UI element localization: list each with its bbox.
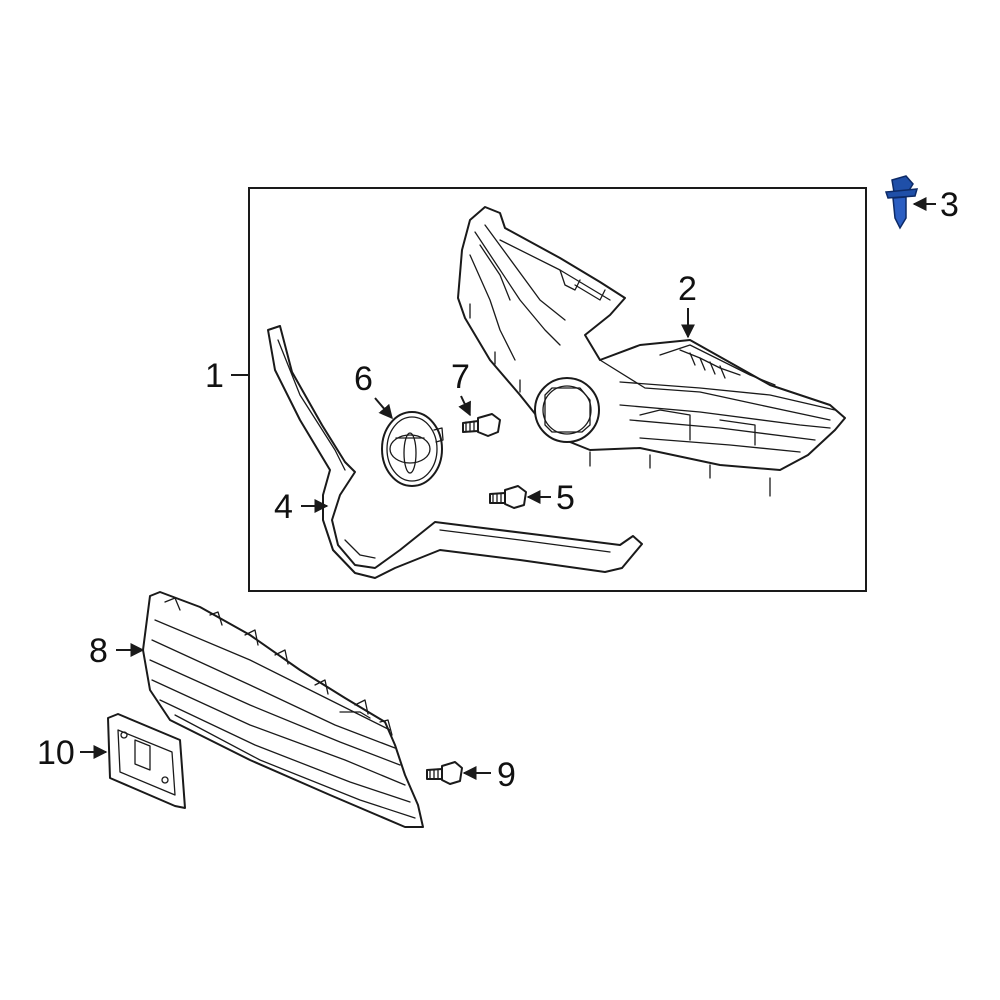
upper-grille[interactable]: [457, 206, 846, 497]
callout-7: 7: [451, 358, 470, 396]
callout-10: 10: [37, 734, 75, 772]
retainer-clip[interactable]: [884, 175, 919, 230]
leader-6: [374, 397, 393, 420]
bolt-7[interactable]: [462, 413, 501, 437]
leader-7: [458, 395, 471, 417]
callout-1: 1: [205, 357, 224, 395]
callout-4: 4: [274, 488, 293, 526]
license-bracket[interactable]: [107, 713, 186, 809]
assembly-box: [248, 187, 867, 592]
lower-grille[interactable]: [142, 591, 424, 828]
callout-6: 6: [354, 360, 373, 398]
bolt-5[interactable]: [489, 485, 527, 509]
callout-2: 2: [678, 270, 697, 308]
callout-8: 8: [89, 632, 108, 670]
grille-molding[interactable]: [267, 325, 643, 579]
callout-5: 5: [556, 479, 575, 517]
emblem[interactable]: [381, 411, 444, 487]
callout-3: 3: [940, 186, 959, 224]
bolt-9[interactable]: [426, 761, 463, 785]
callout-9: 9: [497, 756, 516, 794]
